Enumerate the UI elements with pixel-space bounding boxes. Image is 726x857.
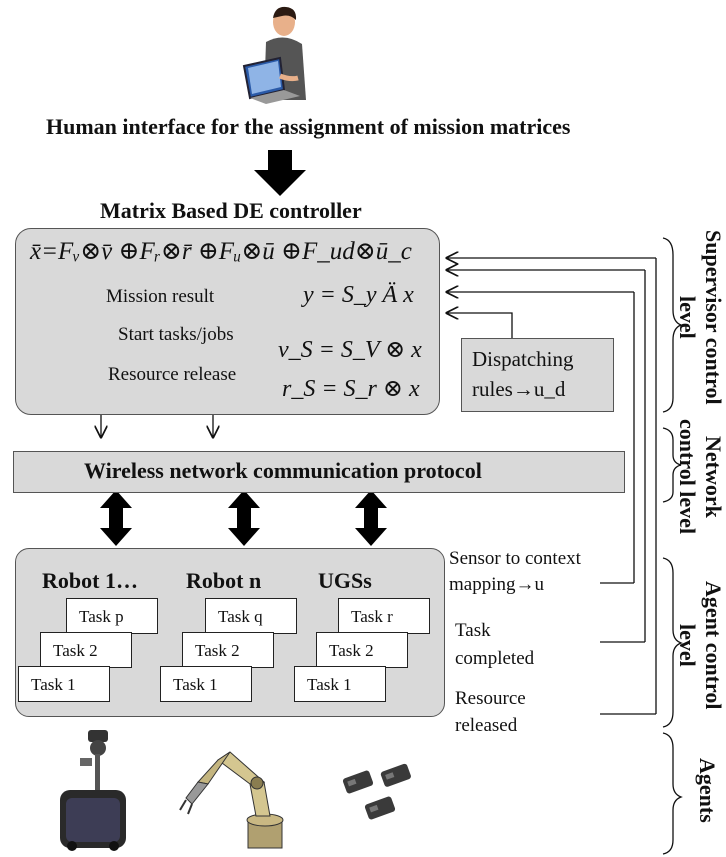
agent-level-label: Agent control level: [675, 580, 726, 710]
robot-1-task-2: Task 2: [40, 632, 132, 668]
network-protocol-bar: Wireless network communication protocol: [13, 451, 625, 493]
robot-1-task-1: Task 1: [18, 666, 110, 702]
robot-n-task-2: Task 2: [182, 632, 274, 668]
sensor-mapping-label-1: Sensor to context: [449, 548, 581, 569]
ground-sensors-icon: [340, 760, 416, 826]
mission-result-equation: y = S_y Ä x: [303, 282, 414, 308]
sensor-mapping-label-2: mapping→u: [449, 574, 544, 595]
network-level-label: Network control level: [675, 419, 726, 535]
start-tasks-label: Start tasks/jobs: [118, 324, 234, 345]
human-to-controller-arrow: [254, 150, 306, 196]
mission-result-label: Mission result: [106, 286, 215, 307]
task-completed-label-2: completed: [455, 648, 535, 669]
human-interface-title: Human interface for the assignment of mi…: [46, 114, 571, 139]
task-completed-label-1: Task: [455, 620, 491, 641]
network-brace: [662, 427, 682, 503]
supervisor-level-label: Supervisor control level: [675, 229, 726, 405]
controller-box: [15, 228, 440, 415]
ugs-comm-arrow: [355, 490, 387, 546]
robot-arm-icon: [178, 738, 290, 850]
mobile-robot-icon: [50, 728, 140, 853]
robot-1-title: Robot 1…: [42, 568, 138, 593]
ugs-task-1: Task 1: [294, 666, 386, 702]
person-laptop-icon: [240, 4, 312, 104]
ugs-title: UGSs: [318, 568, 372, 593]
resource-release-label: Resource release: [108, 364, 237, 385]
agents-brace: [662, 732, 683, 855]
ugs-task-r: Task r: [338, 598, 430, 634]
controller-title: Matrix Based DE controller: [100, 198, 362, 223]
start-tasks-equation: v_S = S_V ⊗ x: [278, 337, 422, 363]
dispatching-rules-box: Dispatching rules→u_d: [461, 338, 614, 412]
robot1-comm-arrow: [100, 490, 132, 546]
robotn-comm-arrow: [228, 490, 260, 546]
agents-label: Agents: [695, 757, 720, 823]
resource-released-label-2: released: [455, 715, 518, 736]
agent-brace: [662, 557, 683, 728]
supervisor-brace: [662, 237, 683, 413]
robot-n-title: Robot n: [186, 568, 262, 593]
robot-n-task-q: Task q: [205, 598, 297, 634]
network-protocol-label: Wireless network communication protocol: [84, 458, 482, 483]
robot-1-task-p: Task p: [66, 598, 158, 634]
state-equation: x̄=Fᵥ⊗v̄ ⊕Fᵣ⊗r̄ ⊕Fᵤ⊗ū ⊕F_ud⊗ū_c: [30, 238, 412, 265]
resource-release-equation: r_S = S_r ⊗ x: [282, 376, 420, 402]
ugs-task-2: Task 2: [316, 632, 408, 668]
robot-n-task-1: Task 1: [160, 666, 252, 702]
resource-released-label-1: Resource: [455, 688, 526, 709]
